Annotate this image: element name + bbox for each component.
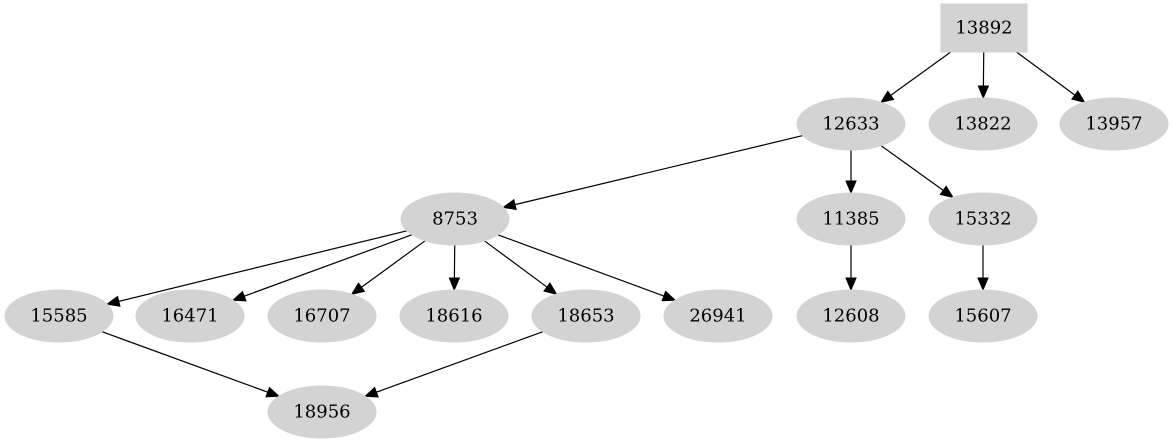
edge-18653-to-18956 [363, 331, 544, 398]
edge-line [376, 331, 544, 393]
node-label: 12608 [822, 306, 879, 327]
node-13822: 13822 [928, 97, 1038, 151]
node-ellipse [1059, 97, 1169, 151]
edge-13892-to-13822 [977, 51, 990, 100]
node-ellipse [928, 289, 1038, 343]
node-11385: 11385 [796, 192, 906, 246]
nodes-layer: 13892 12633 13822 13957 8753 11385 15332 15585 1… [4, 3, 1169, 439]
edge-15332-to-15607 [977, 245, 989, 292]
node-18956: 18956 [267, 385, 377, 439]
node-label: 18616 [425, 306, 482, 327]
node-label: 16707 [293, 306, 350, 327]
edge-line [361, 240, 426, 288]
node-ellipse [796, 192, 906, 246]
node-13892: 13892 [940, 3, 1028, 53]
edge-line [880, 145, 944, 191]
node-label: 11385 [822, 209, 879, 230]
node-box [940, 3, 1028, 53]
node-15585: 15585 [4, 289, 114, 343]
arrowhead-icon [231, 290, 247, 302]
edge-line [484, 240, 548, 288]
edge-line [118, 230, 408, 302]
edges-layer [101, 51, 1086, 398]
edge-13892-to-13957 [1016, 51, 1086, 103]
edge-13892-to-12633 [879, 51, 952, 104]
arrowhead-icon [543, 282, 558, 295]
arrowhead-icon [977, 277, 989, 292]
edge-line [244, 234, 413, 297]
edge-8753-to-18653 [484, 240, 558, 295]
node-26941: 26941 [663, 289, 773, 343]
edge-line [514, 135, 803, 206]
node-15332: 15332 [928, 192, 1038, 246]
edge-8753-to-18616 [448, 244, 461, 292]
arrowhead-icon [977, 85, 990, 100]
node-ellipse [267, 385, 377, 439]
node-ellipse [400, 192, 510, 246]
arrowhead-icon [105, 295, 121, 307]
edge-line [497, 234, 665, 297]
node-label: 8753 [432, 209, 478, 230]
node-ellipse [796, 289, 906, 343]
edge-line [890, 51, 952, 96]
node-label: 15332 [954, 209, 1011, 230]
node-15607: 15607 [928, 289, 1038, 343]
node-label: 18653 [557, 306, 614, 327]
arrowhead-icon [1071, 90, 1086, 103]
node-label: 26941 [689, 306, 746, 327]
edge-12633-to-15332 [880, 145, 955, 199]
node-16471: 16471 [135, 289, 245, 343]
node-ellipse [796, 97, 906, 151]
arrowhead-icon [502, 198, 517, 211]
node-ellipse [663, 289, 773, 343]
edge-12633-to-8753 [502, 135, 803, 211]
node-12608: 12608 [796, 289, 906, 343]
arrowhead-icon [939, 185, 955, 199]
node-ellipse [928, 192, 1038, 246]
node-18616: 18616 [399, 289, 509, 343]
node-13957: 13957 [1059, 97, 1169, 151]
arrowhead-icon [661, 290, 677, 302]
edge-8753-to-26941 [497, 234, 677, 302]
node-12633: 12633 [796, 97, 906, 151]
node-16707: 16707 [267, 289, 377, 343]
node-ellipse [267, 289, 377, 343]
node-ellipse [928, 97, 1038, 151]
edge-15585-to-18956 [101, 331, 281, 398]
arrowhead-icon [879, 90, 895, 104]
node-18653: 18653 [531, 289, 641, 343]
node-ellipse [135, 289, 245, 343]
edge-11385-to-12608 [845, 245, 857, 292]
edge-12633-to-11385 [845, 150, 857, 195]
node-label: 16471 [161, 306, 218, 327]
arrowhead-icon [845, 180, 857, 195]
edge-line [101, 331, 268, 393]
node-ellipse [399, 289, 509, 343]
node-label: 18956 [293, 402, 350, 423]
node-label: 13822 [954, 114, 1011, 135]
arrowhead-icon [845, 277, 857, 292]
arrowhead-icon [265, 386, 281, 398]
node-8753: 8753 [400, 192, 510, 246]
edge-8753-to-16471 [231, 234, 413, 302]
arrowhead-icon [448, 277, 461, 292]
edge-8753-to-15585 [105, 230, 408, 307]
node-ellipse [4, 289, 114, 343]
node-label: 15607 [954, 306, 1011, 327]
edge-line [1016, 51, 1076, 96]
arrowhead-icon [363, 386, 379, 398]
node-label: 13957 [1085, 114, 1142, 135]
arrowhead-icon [350, 282, 366, 296]
node-label: 15585 [30, 306, 87, 327]
node-label: 13892 [955, 18, 1012, 39]
node-label: 12633 [822, 114, 879, 135]
edge-8753-to-16707 [350, 240, 426, 296]
node-ellipse [531, 289, 641, 343]
